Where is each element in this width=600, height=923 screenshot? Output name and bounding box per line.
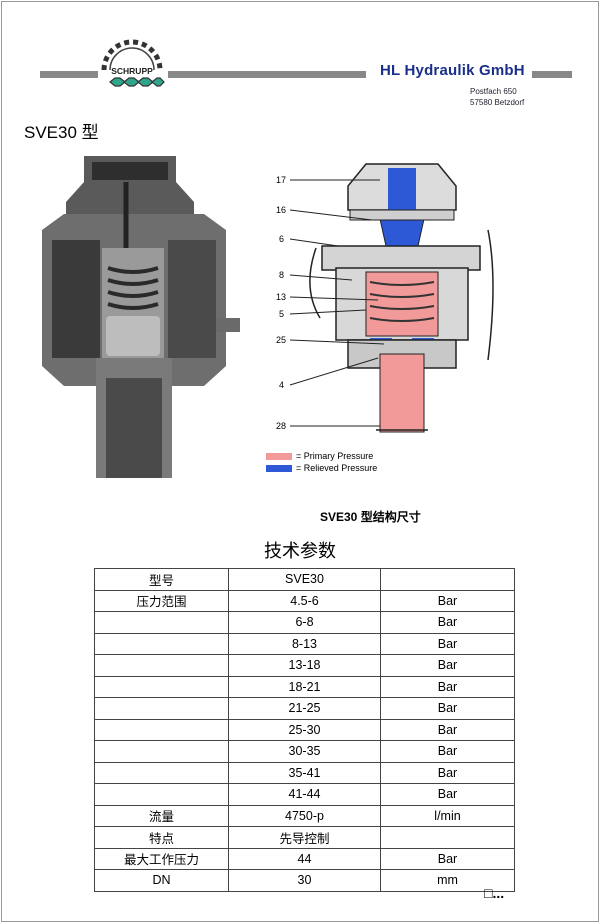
table-cell: Bar	[380, 847, 515, 870]
table-cell: 特点	[94, 826, 229, 849]
table-cell	[94, 611, 229, 634]
table-cell: 18-21	[228, 675, 381, 698]
model-title: SVE30 型	[24, 123, 99, 142]
callout-13: 13	[276, 292, 287, 302]
table-cell	[380, 826, 515, 849]
address-line-2: 57580 Betzdorf	[470, 98, 525, 107]
table-cell	[94, 761, 229, 784]
legend-relieved-pressure: = Relieved Pressure	[266, 463, 377, 473]
header-rule-right	[532, 71, 572, 78]
callout-25: 25	[276, 335, 287, 345]
table-cell	[94, 718, 229, 741]
callout-5: 5	[279, 309, 285, 319]
table-cell: Bar	[380, 589, 515, 612]
table-cell: 流量	[94, 804, 229, 827]
table-cell: 型号	[94, 568, 229, 591]
table-cell: DN	[94, 869, 229, 892]
table-cell: 最大工作压力	[94, 847, 229, 870]
callout-16: 16	[276, 205, 287, 215]
header-rule-left	[40, 71, 98, 78]
table-cell: Bar	[380, 740, 515, 763]
table-cell: Bar	[380, 718, 515, 741]
table-cell: 13-18	[228, 654, 381, 677]
table-cell: 8-13	[228, 632, 381, 655]
table-cell: Bar	[380, 675, 515, 698]
table-cell: l/min	[380, 804, 515, 827]
table-cell: 30-35	[228, 740, 381, 763]
callout-6: 6	[279, 234, 285, 244]
table-cell: 41-44	[228, 783, 381, 806]
table-cell	[94, 740, 229, 763]
table-cell: 4750-p	[228, 804, 381, 827]
legend-primary-pressure: = Primary Pressure	[266, 451, 373, 461]
callout-28: 28	[276, 421, 287, 431]
legend-relieved-label: = Relieved Pressure	[296, 463, 378, 473]
valve-section-diagram	[289, 163, 494, 433]
table-cell	[380, 568, 515, 591]
relieved-pressure-swatch	[266, 464, 292, 472]
table-cell: Bar	[380, 654, 515, 677]
table-cell	[94, 632, 229, 655]
table-cell: SVE30	[228, 568, 381, 591]
table-cell: 21-25	[228, 697, 381, 720]
address-line-1: Postfach 650	[470, 87, 517, 96]
table-cell: Bar	[380, 697, 515, 720]
logo-text: SCHRUPP	[111, 66, 153, 76]
primary-pressure-swatch	[266, 452, 292, 460]
specs-title: 技术参数	[264, 541, 336, 561]
diagram-caption: SVE30 型结构尺寸	[320, 510, 421, 524]
callout-17: 17	[276, 175, 287, 185]
callout-4: 4	[279, 380, 285, 390]
table-cell	[94, 654, 229, 677]
table-cell: 44	[228, 847, 381, 870]
valve-cutaway-photo	[22, 148, 244, 496]
table-cell	[94, 783, 229, 806]
table-cell: 25-30	[228, 718, 381, 741]
table-cell: 压力范围	[94, 589, 229, 612]
legend-primary-label: = Primary Pressure	[296, 451, 374, 461]
table-cell: Bar	[380, 761, 515, 784]
table-cell	[94, 697, 229, 720]
table-cell: mm	[380, 869, 515, 892]
table-cell	[94, 675, 229, 698]
callout-8: 8	[279, 270, 285, 280]
table-cell: 30	[228, 869, 381, 892]
table-cell: 6-8	[228, 611, 381, 634]
table-cell: 4.5-6	[228, 589, 381, 612]
table-row: 特点先导控制	[94, 826, 515, 849]
table-cell: Bar	[380, 611, 515, 634]
table-cell: Bar	[380, 783, 515, 806]
more-indicator: □...	[484, 885, 505, 901]
table-cell: Bar	[380, 632, 515, 655]
schrupp-logo: SCHRUPP	[101, 39, 165, 87]
table-cell: 35-41	[228, 761, 381, 784]
header-rule-middle	[168, 71, 366, 78]
table-cell: 先导控制	[228, 826, 381, 849]
company-name: HL Hydraulik GmbH	[380, 62, 525, 79]
